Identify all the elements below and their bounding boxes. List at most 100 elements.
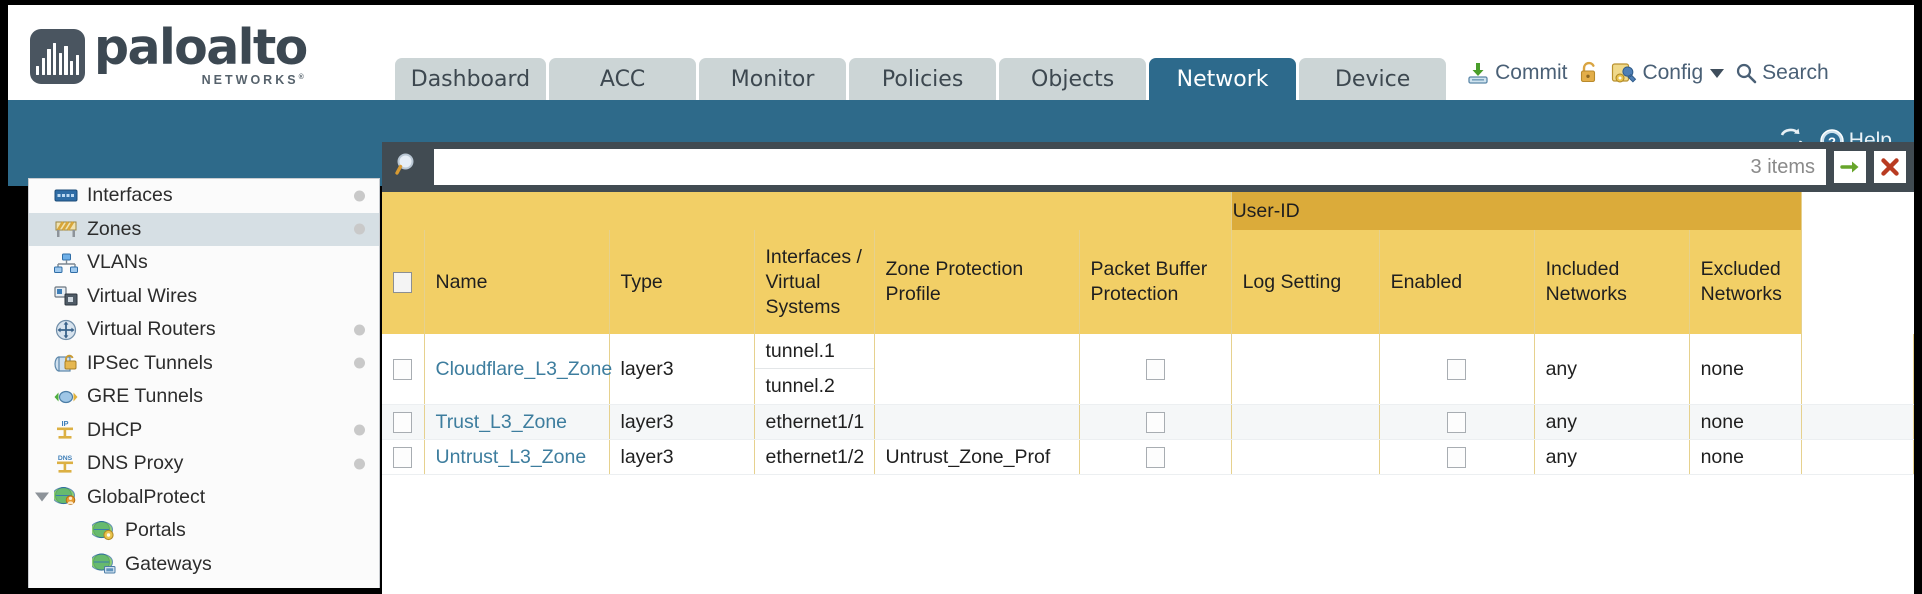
cell-interfaces: ethernet1/1	[754, 404, 875, 440]
cell-packet-buffer-protection[interactable]	[1079, 439, 1232, 475]
sidebar-item-globalprotect[interactable]: GlobalProtect	[29, 481, 379, 515]
sidebar-item-gre-tunnels[interactable]: GRE Tunnels	[29, 380, 379, 414]
search-button[interactable]: Search	[1735, 61, 1829, 85]
item-count-label: 3 items	[1750, 155, 1815, 178]
lock-button[interactable]	[1578, 61, 1600, 85]
sidebar-label: Gateways	[125, 552, 212, 575]
sidebar-item-virtual-routers[interactable]: Virtual Routers	[29, 313, 379, 347]
zone-name-link[interactable]: Cloudflare_L3_Zone	[435, 357, 613, 380]
config-button[interactable]: Config	[1611, 61, 1725, 85]
cell-zone-protection-profile	[874, 404, 1080, 440]
search-filter-bar: 3 items	[382, 142, 1914, 192]
cell-name[interactable]: Untrust_L3_Zone	[424, 439, 610, 475]
col-header-zone-protection-profile[interactable]: Zone Protection Profile	[874, 230, 1080, 334]
cell-interfaces: ethernet1/2	[754, 439, 875, 475]
tab-monitor[interactable]: Monitor	[699, 58, 847, 100]
cell-excluded-networks: none	[1689, 334, 1802, 405]
sidebar-label: Portals	[125, 519, 186, 542]
tab-device[interactable]: Device	[1299, 58, 1447, 100]
select-all-checkbox[interactable]	[393, 271, 413, 293]
row-checkbox[interactable]	[393, 411, 413, 433]
sidebar-item-interfaces[interactable]: Interfaces	[29, 179, 379, 213]
zone-name-link[interactable]: Trust_L3_Zone	[435, 410, 568, 433]
main-nav-tabs: Dashboard ACC Monitor Policies Objects N…	[394, 57, 1447, 100]
row-select-cell[interactable]	[382, 439, 425, 475]
select-all-header[interactable]	[382, 230, 425, 334]
cell-userid-enabled[interactable]	[1379, 404, 1535, 440]
table-row[interactable]: Untrust_L3_Zone layer3 ethernet1/2 Untru…	[382, 439, 1915, 475]
cell-packet-buffer-protection[interactable]	[1079, 334, 1232, 405]
userid-enabled-checkbox[interactable]	[1447, 446, 1467, 468]
packet-buffer-protection-checkbox[interactable]	[1145, 411, 1165, 433]
config-label: Config	[1642, 61, 1704, 84]
packet-buffer-protection-checkbox[interactable]	[1145, 358, 1165, 380]
col-header-interfaces[interactable]: Interfaces / Virtual Systems	[754, 230, 875, 334]
cell-name[interactable]: Cloudflare_L3_Zone	[424, 334, 612, 405]
col-header-included-networks[interactable]: Included Networks	[1534, 230, 1690, 334]
col-header-log-setting[interactable]: Log Setting	[1231, 230, 1380, 334]
svg-text:DNS: DNS	[58, 455, 73, 462]
sidebar-item-ipsec-tunnels[interactable]: IPSec Tunnels	[29, 347, 379, 381]
paloalto-logo-mark	[30, 28, 85, 84]
chevron-down-icon[interactable]	[1710, 68, 1725, 78]
vlans-icon	[53, 252, 79, 274]
sidebar-status-dot	[354, 357, 365, 369]
col-header-packet-buffer-protection[interactable]: Packet Buffer Protection	[1079, 230, 1232, 334]
logo-text: paloalto NETWORKS®	[94, 23, 308, 87]
sidebar-item-zones[interactable]: Zones	[29, 212, 379, 246]
cell-excluded-networks: none	[1689, 404, 1802, 440]
cell-excluded-networks: none	[1689, 439, 1802, 475]
sidebar-item-dhcp[interactable]: IP DHCP	[29, 414, 379, 448]
tab-objects[interactable]: Objects	[999, 58, 1147, 100]
cell-zone-protection-profile: Untrust_Zone_Prof	[874, 439, 1080, 475]
tab-policies[interactable]: Policies	[849, 58, 997, 100]
search-input[interactable]: 3 items	[434, 149, 1826, 185]
brand-tagline-text: NETWORKS	[201, 73, 299, 87]
interface-entry: tunnel.2	[765, 375, 835, 397]
sidebar-label: Interfaces	[87, 184, 173, 207]
row-select-cell[interactable]	[382, 404, 425, 440]
cell-userid-enabled[interactable]	[1379, 334, 1535, 405]
sidebar-status-dot	[354, 190, 365, 202]
cell-interfaces: tunnel.1 tunnel.2	[754, 334, 875, 405]
cell-log-setting	[1231, 439, 1380, 475]
sidebar-item-vlans[interactable]: VLANs	[29, 246, 379, 280]
tab-network[interactable]: Network	[1149, 58, 1297, 100]
sidebar-item-virtual-wires[interactable]: Virtual Wires	[29, 280, 379, 314]
table-row[interactable]: Trust_L3_Zone layer3 ethernet1/1 any non…	[382, 404, 1915, 440]
col-header-enabled[interactable]: Enabled	[1379, 230, 1535, 334]
packet-buffer-protection-checkbox[interactable]	[1145, 446, 1165, 468]
tab-acc[interactable]: ACC	[549, 58, 697, 100]
main-content-panel: 3 items	[382, 142, 1915, 594]
row-checkbox[interactable]	[393, 358, 413, 380]
twisty-expanded-icon[interactable]	[35, 492, 49, 502]
header-actions: Commit Config	[1466, 61, 1829, 85]
userid-enabled-checkbox[interactable]	[1447, 358, 1467, 380]
col-header-excluded-networks[interactable]: Excluded Networks	[1689, 230, 1802, 334]
group-header-userid: User-ID	[1231, 192, 1802, 230]
userid-enabled-checkbox[interactable]	[1447, 411, 1467, 433]
clear-filter-button[interactable]	[1874, 151, 1906, 183]
sidebar-label: DNS Proxy	[87, 452, 184, 475]
sidebar-label: GRE Tunnels	[87, 385, 203, 408]
commit-button[interactable]: Commit	[1466, 61, 1567, 85]
cell-included-networks: any	[1534, 439, 1690, 475]
search-icon	[1737, 63, 1757, 84]
col-header-name[interactable]: Name	[424, 230, 610, 334]
apply-filter-button[interactable]	[1834, 151, 1866, 183]
tab-dashboard[interactable]: Dashboard	[394, 58, 547, 100]
cell-packet-buffer-protection[interactable]	[1079, 404, 1232, 440]
search-label: Search	[1762, 61, 1829, 84]
red-x-icon	[1881, 158, 1899, 176]
paloalto-logo: paloalto NETWORKS®	[30, 23, 308, 87]
sidebar-item-portals[interactable]: Portals	[29, 514, 379, 548]
cell-userid-enabled[interactable]	[1379, 439, 1535, 475]
zone-name-link[interactable]: Untrust_L3_Zone	[435, 445, 587, 468]
sidebar-label: DHCP	[87, 418, 143, 441]
col-header-type[interactable]: Type	[609, 230, 755, 334]
cell-name[interactable]: Trust_L3_Zone	[424, 404, 610, 440]
sidebar-item-gateways[interactable]: Gateways	[29, 548, 379, 582]
sidebar-item-dns-proxy[interactable]: DNS DNS Proxy	[29, 447, 379, 481]
row-select-cell[interactable]	[382, 334, 425, 405]
row-checkbox[interactable]	[393, 446, 413, 468]
